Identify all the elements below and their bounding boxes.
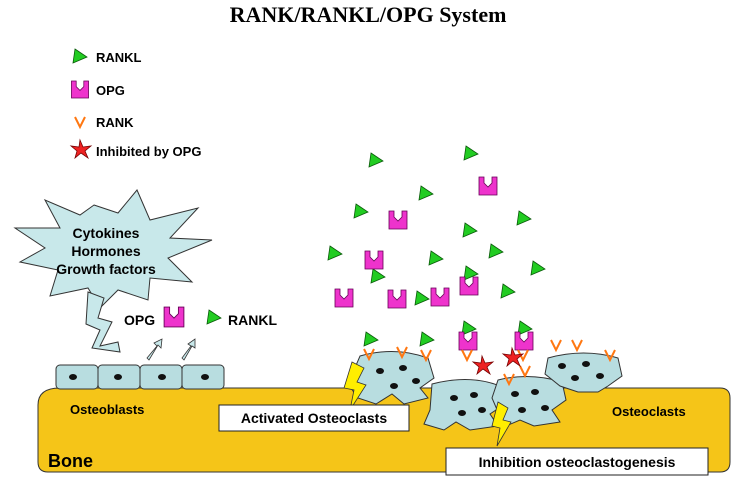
legend-rankl-label: RANKL [96, 50, 142, 65]
legend-rank-label: RANK [96, 115, 134, 130]
bound-opg-2 [514, 331, 534, 351]
rank-receptors [363, 339, 616, 387]
bone-label: Bone [48, 451, 93, 471]
rankl-legend-icon [72, 48, 88, 64]
osteoclasts-label: Osteoclasts [612, 404, 686, 419]
secreted-opg-icon [163, 306, 185, 328]
secreted-rankl-icon [206, 309, 222, 325]
inhibit-star-1 [471, 354, 495, 376]
osteoblasts [55, 364, 225, 390]
inhibit-legend-icon [69, 138, 93, 160]
stimuli-bolt [85, 291, 121, 353]
inhibit-star-2 [501, 346, 525, 368]
descending-rankl [363, 320, 533, 347]
stimuli-line-2: Hormones [71, 243, 140, 259]
bound-opg-1 [458, 331, 478, 351]
secreted-opg-label: OPG [124, 312, 155, 328]
stimuli-burst: Cytokines Hormones Growth factors [13, 189, 213, 353]
legend-inhibited-label: Inhibited by OPG [96, 144, 201, 159]
osteoclast-nuclei [376, 361, 604, 416]
secreted-rankl-label: RANKL [228, 312, 277, 328]
secretion-arrows [146, 338, 196, 361]
stimuli-line-1: Cytokines [73, 225, 140, 241]
inhibition-label: Inhibition osteoclastogenesis [479, 454, 676, 470]
activation-bolt-1 [343, 361, 367, 411]
rank-legend-icon [74, 116, 86, 130]
activation-bolt-2 [491, 401, 512, 447]
page-title: RANK/RANKL/OPG System [230, 2, 507, 27]
activated-osteoclasts-label: Activated Osteoclasts [241, 410, 387, 426]
stimuli-line-3: Growth factors [56, 261, 156, 277]
activated-osteoclasts-box [218, 404, 410, 432]
legend: RANKL OPG RANK Inhibited by OPG [69, 48, 201, 160]
opg-legend-icon [71, 80, 89, 99]
legend-opg-label: OPG [96, 83, 125, 98]
inhibition-box [445, 447, 709, 476]
floating-rankl [327, 145, 546, 306]
osteoclast-cluster [347, 350, 623, 431]
floating-opg [334, 176, 498, 309]
osteoblasts-label: Osteoblasts [70, 402, 144, 417]
